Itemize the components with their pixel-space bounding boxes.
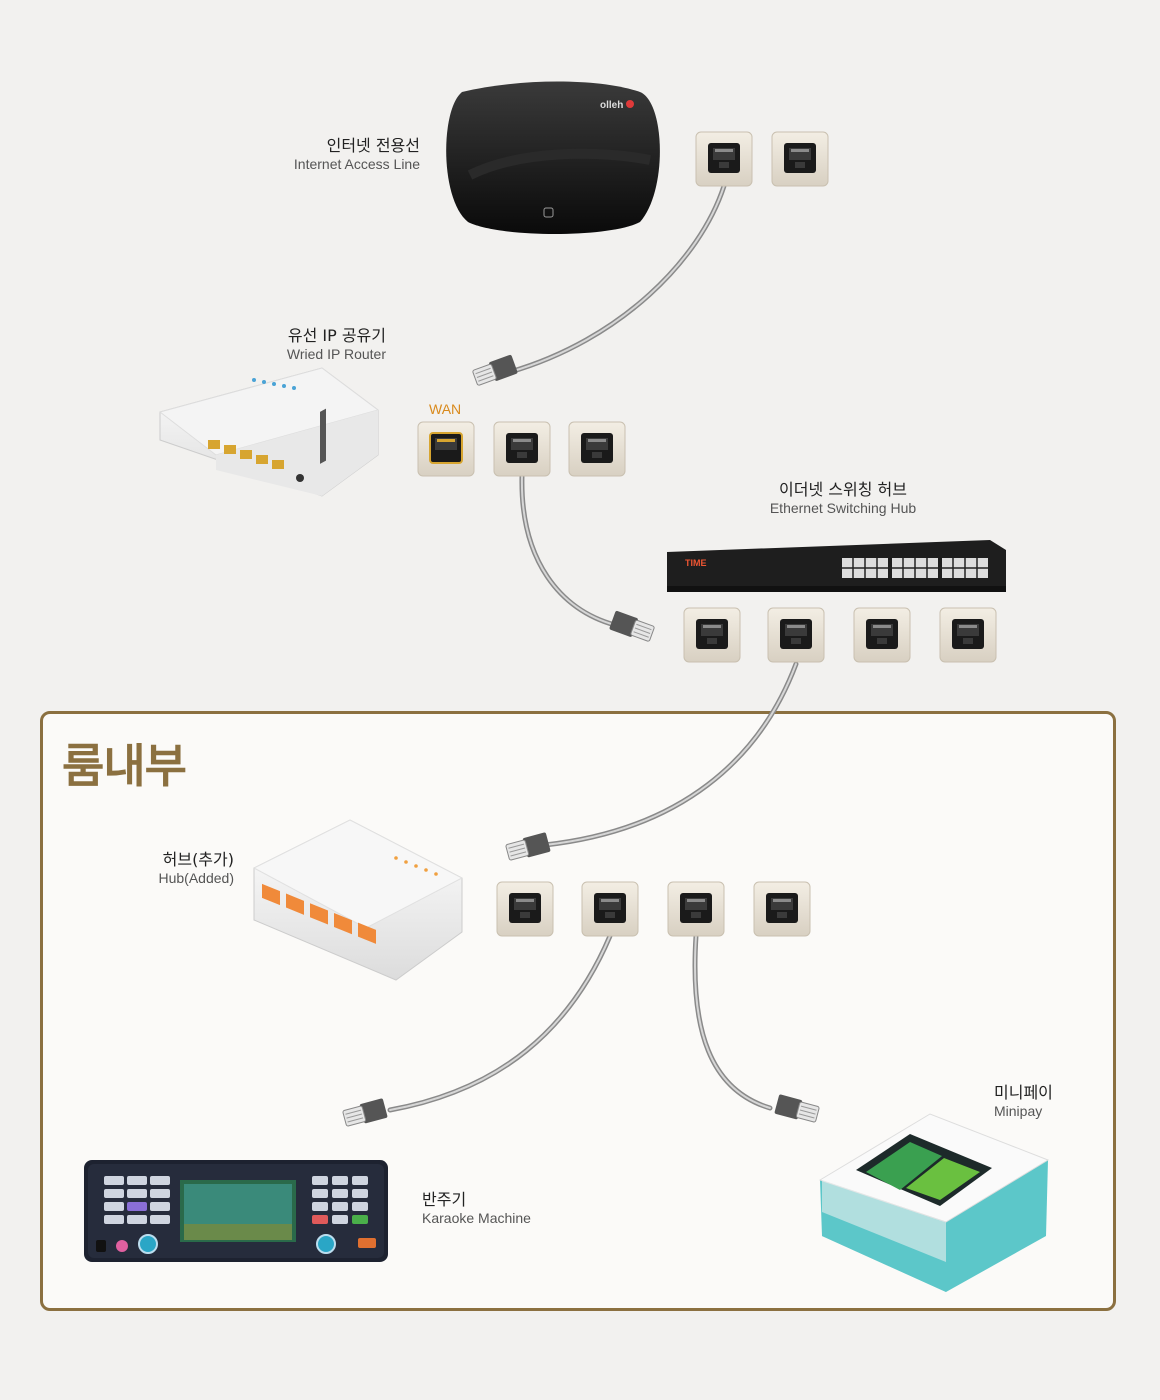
port-icon [767, 607, 825, 663]
plug-icon [608, 609, 656, 645]
added-hub-label-en: Hub(Added) [158, 870, 235, 886]
cable-hub-addedhub-highlight [544, 663, 797, 846]
wan-port-icon [417, 421, 475, 477]
router-label-en: Wried IP Router [286, 346, 386, 362]
port-icon [493, 421, 551, 477]
plug-icon [504, 831, 552, 863]
port-icon [771, 131, 829, 187]
port-icon [695, 131, 753, 187]
cable-hub-addedhub [542, 661, 799, 848]
added-hub-label: 허브(추가) Hub(Added) [159, 850, 235, 888]
room-title: 룸내부 [62, 739, 187, 793]
cable-addedhub-minipay-highlight [694, 935, 771, 1109]
internet-label: 인터넷 전용선 Internet Access Line [294, 136, 420, 174]
cable-addedhub-karaoke [387, 933, 613, 1113]
karaoke-label: 반주기 Karaoke Machine [422, 1190, 531, 1228]
minipay-device [818, 1113, 1050, 1292]
cable-internet-router-highlight [509, 185, 725, 373]
hub-brand: TIME [685, 558, 707, 568]
modem-brand: olleh [600, 100, 623, 111]
router-label-ko: 유선 IP 공유기 [287, 326, 386, 345]
hub-label-en: Ethernet Switching Hub [769, 500, 917, 516]
router-label: 유선 IP 공유기 Wried IP Router [287, 326, 386, 364]
minipay-label-en: Minipay [994, 1103, 1043, 1119]
port-icon [581, 881, 639, 937]
router-device [158, 367, 380, 497]
plug-icon [773, 1093, 821, 1125]
modem-device: olleh [446, 81, 660, 234]
switching-hub-device: TIME [667, 540, 1006, 592]
port-icon [753, 881, 811, 937]
port-icon [853, 607, 911, 663]
wan-label: WAN [429, 401, 462, 417]
port-icon [568, 421, 626, 477]
karaoke-label-ko: 반주기 [422, 1190, 467, 1209]
port-icon [667, 881, 725, 937]
cable-router-hub [519, 473, 618, 628]
internet-label-en: Internet Access Line [293, 156, 420, 172]
cable-addedhub-karaoke-highlight [389, 935, 611, 1111]
cable-router-hub-highlight [520, 475, 616, 626]
port-icon [683, 607, 741, 663]
plug-icon [341, 1097, 389, 1129]
port-icon [496, 881, 554, 937]
karaoke-label-en: Karaoke Machine [422, 1210, 531, 1226]
plug-icon [471, 353, 519, 389]
cable-addedhub-minipay [692, 933, 773, 1111]
hub-label-ko: 이더넷 스위칭 허브 [779, 480, 907, 499]
port-icon [939, 607, 997, 663]
added-hub-label-ko: 허브(추가) [162, 850, 234, 869]
minipay-label-ko: 미니페이 [994, 1083, 1053, 1102]
minipay-label: 미니페이 Minipay [994, 1083, 1053, 1121]
internet-label-ko: 인터넷 전용선 [326, 136, 420, 155]
karaoke-device [84, 1160, 388, 1262]
hub-label: 이더넷 스위칭 허브 Ethernet Switching Hub [733, 480, 953, 518]
added-hub-device [252, 819, 464, 981]
